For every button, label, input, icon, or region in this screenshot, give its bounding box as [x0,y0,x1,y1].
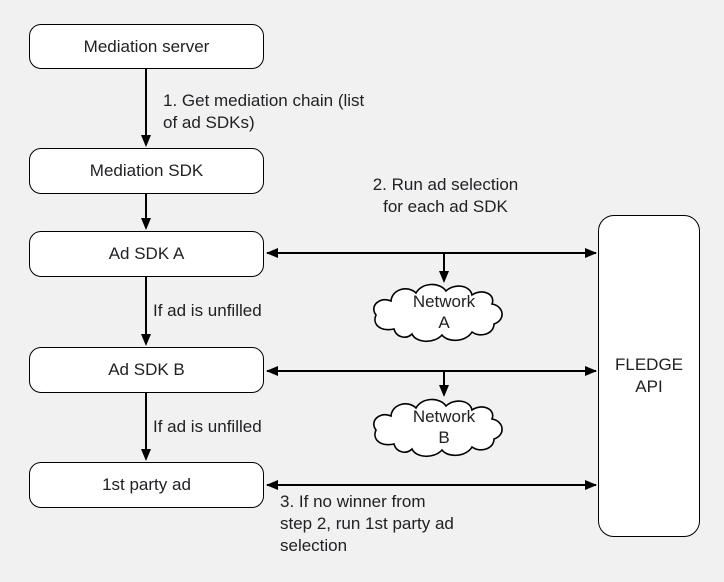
arrowhead-left-icon [266,248,278,258]
node-ad-sdk-b: Ad SDK B [29,347,264,393]
annotation-step1: 1. Get mediation chain (list of ad SDKs) [163,91,365,132]
arrowhead-down-icon [439,385,449,397]
node-mediation-sdk: Mediation SDK [29,148,264,194]
annotation-if-unfilled-2: If ad is unfilled [153,417,262,436]
arrowhead-down-icon [439,271,449,283]
node-fledge-api: FLEDGE API [598,215,700,537]
arrowhead-down-icon [141,135,151,147]
arrowhead-left-icon [266,480,278,490]
arrowhead-right-icon [585,248,597,258]
arrowhead-down-icon [141,218,151,230]
arrowhead-right-icon [585,366,597,376]
arrowhead-right-icon [585,480,597,490]
flow-arrow-lines [145,69,596,486]
network-a-label: Network A [412,292,476,332]
node-mediation-server: Mediation server [29,24,264,69]
network-b-label: Network B [412,407,476,447]
annotation-step3: 3. If no winner from step 2, run 1st par… [280,492,454,555]
arrowhead-down-icon [141,334,151,346]
arrowhead-left-icon [266,366,278,376]
node-first-party-ad: 1st party ad [29,462,264,508]
node-ad-sdk-a: Ad SDK A [29,231,264,277]
annotation-step2: 2. Run ad selection for each ad SDK [372,175,519,216]
annotation-if-unfilled-1: If ad is unfilled [153,301,262,320]
arrowheads [141,135,597,490]
arrowhead-down-icon [141,449,151,461]
